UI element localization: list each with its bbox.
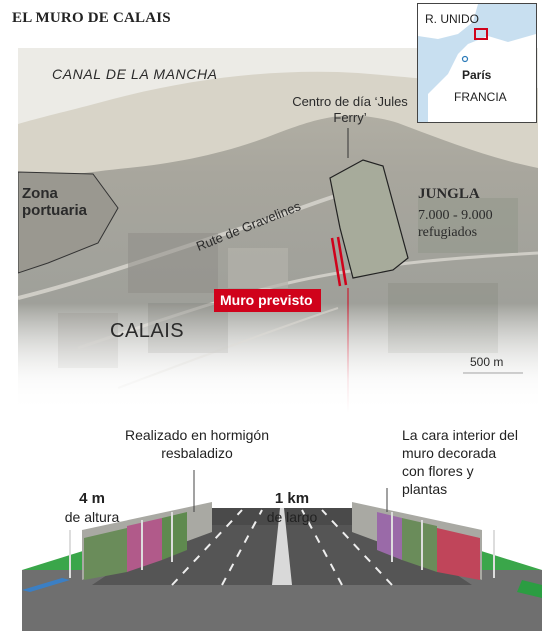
inset-uk: R. UNIDO: [425, 12, 479, 26]
height-spec: 4 m de altura: [52, 490, 132, 526]
right-note: La cara interior del muro decorada con f…: [402, 427, 518, 497]
jungla-sub: refugiados: [418, 225, 478, 240]
jungla-title: JUNGLA: [418, 186, 480, 202]
length-label: de largo: [266, 509, 318, 525]
jungla-range-value: 7.000 - 9.000: [418, 208, 493, 223]
locator-inset: R. UNIDO París FRANCIA: [417, 3, 537, 123]
inset-map: [418, 4, 536, 122]
jungla-range: 7.000 - 9.000 refugiados: [418, 207, 528, 241]
length-value: 1 km: [274, 490, 310, 507]
length-spec: 1 km de largo: [247, 490, 337, 526]
wall-cross-section: Realizado en hormigón resbaladizo La car…: [22, 420, 542, 631]
left-note: Realizado en hormigón resbaladizo: [125, 427, 269, 461]
inset-france: FRANCIA: [454, 90, 507, 104]
centro-label: Centro de día ‘Jules Ferry’: [292, 94, 408, 125]
height-label: de altura: [64, 509, 120, 525]
wall-label: Muro previsto: [214, 289, 321, 312]
height-value: 4 m: [79, 490, 105, 507]
page-title: EL MURO DE CALAIS: [12, 10, 171, 26]
road-illustration: [22, 470, 542, 631]
inset-paris: París: [462, 68, 492, 82]
scale-label: 500 m: [470, 355, 504, 369]
canal-label: CANAL DE LA MANCHA: [52, 66, 218, 82]
city-label: CALAIS: [110, 320, 185, 342]
zona-portuaria-label: Zona portuaria: [22, 185, 88, 219]
